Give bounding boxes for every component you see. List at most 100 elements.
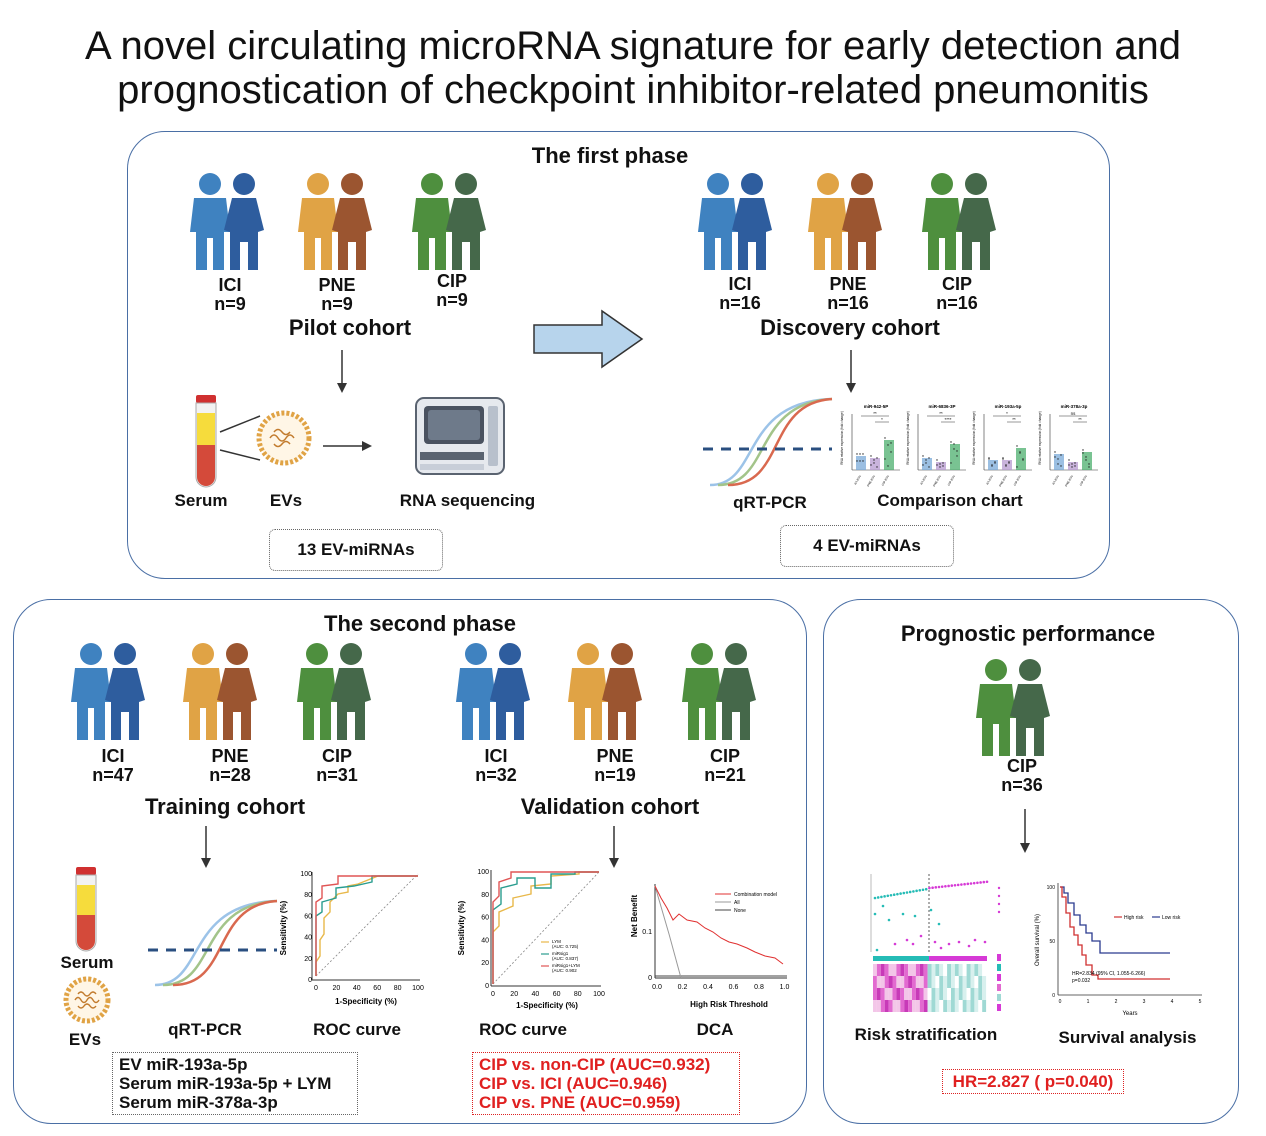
group-count: n=32	[475, 765, 517, 785]
mini-chart-xlabel: ICI-EVs	[985, 474, 994, 485]
sig-marker: *	[1006, 411, 1008, 416]
mini-bar	[922, 458, 932, 470]
risk-score-dot	[982, 880, 986, 884]
heatmap-cell	[966, 964, 971, 976]
phase2-qrtpcr-label: qRT-PCR	[168, 1020, 242, 1039]
mini-chart-xlabel: ICI-EVs	[919, 474, 928, 485]
dca-x-tick: 0.8	[754, 984, 764, 991]
heatmap-cell	[943, 1000, 948, 1012]
heatmap-cell	[884, 976, 889, 988]
risk-score-dot	[918, 889, 922, 892]
roc2-ylabel: Sensitivity (%)	[457, 900, 466, 955]
heatmap-cell	[915, 964, 920, 976]
group-count: n=16	[936, 293, 978, 313]
dca-x-tick: 0.6	[729, 984, 739, 991]
heatmap-cell	[951, 976, 955, 988]
heatmap-cell	[931, 988, 936, 1000]
survival-status-dot	[929, 908, 933, 912]
mini-chart-title: miR-942-5P	[864, 404, 889, 409]
survival-x-tick: 5	[1199, 999, 1202, 1005]
mini-bar	[988, 460, 998, 470]
survival-y-tick: 0	[1052, 993, 1055, 999]
phase1-serum-label: Serum	[174, 491, 228, 510]
mini-chart-xlabel: CIP-EVs	[1079, 474, 1088, 486]
validation-result-1: CIP vs. non-CIP (AUC=0.932)	[479, 1055, 711, 1074]
heatmap-cell	[970, 976, 975, 988]
heatmap-cell	[939, 988, 944, 1000]
heatmap-cell	[915, 1000, 920, 1012]
roc-x-tick: 40	[353, 985, 361, 992]
roc-x-tick: 20	[333, 985, 341, 992]
survival-status-dot	[881, 904, 885, 908]
pne-people-icon	[183, 643, 257, 740]
risk-score-dot	[934, 886, 938, 889]
mini-bar	[1054, 454, 1064, 470]
heatmap-cell	[951, 988, 955, 1000]
heatmap-cell	[974, 988, 979, 1000]
heatmap-cell	[919, 976, 924, 988]
survival-status-dot	[875, 948, 879, 952]
prognostic-people-icons	[976, 659, 1050, 756]
serum-tube-icon-2	[75, 867, 97, 952]
heatmap-cell	[908, 988, 912, 1000]
training-result-3: Serum miR-378a-3p	[119, 1093, 278, 1112]
mini-chart-xlabel: ICI-EVs	[853, 474, 862, 485]
training-cohort-label: Training cohort	[144, 794, 306, 819]
risk-score-dot	[944, 885, 947, 888]
heatmap-cell	[954, 976, 959, 988]
prognostic-result-box: HR=2.827 ( p=0.040)	[942, 1069, 1124, 1094]
dca-legend-item: Combination model	[734, 892, 777, 898]
heatmap-cell	[912, 976, 916, 988]
heatmap-cell	[966, 976, 971, 988]
phase1-evs-label: EVs	[269, 491, 303, 510]
risk-score-dot	[972, 881, 976, 885]
heatmap-cell	[947, 964, 951, 976]
down-arrow-icon	[609, 826, 619, 868]
roc-x-tick: 20	[510, 991, 518, 998]
title-line-2: prognostication of checkpoint inhibitor-…	[117, 68, 1149, 112]
survival-status-dot	[913, 914, 917, 918]
dca-legend-item: None	[734, 908, 746, 914]
roc-legend-name: miRsig1+LYM	[552, 963, 580, 968]
ici-people-icon	[456, 643, 530, 740]
heatmap-cell	[982, 1000, 987, 1012]
heatmap-cell	[954, 964, 959, 976]
risk-score-dot	[876, 896, 880, 899]
heatmap-cell	[880, 964, 885, 976]
mini-bar	[870, 458, 880, 470]
survival-x-tick: 2	[1115, 999, 1118, 1005]
heatmap-cell	[978, 964, 983, 976]
sig-marker: **	[1078, 417, 1082, 422]
risk-score-dot	[969, 882, 973, 885]
mini-bar	[1082, 452, 1092, 470]
survival-status-dot	[973, 938, 977, 942]
heatmap-cell	[923, 964, 928, 976]
heatmap-cell	[958, 964, 963, 976]
group-label: CIP	[436, 271, 467, 291]
phase2-evs-label: EVs	[68, 1030, 102, 1049]
phase-arrow-icon	[533, 309, 644, 369]
heatmap-cell	[966, 988, 971, 1000]
roc-y-tick: 0	[308, 977, 312, 984]
roc-y-tick: 40	[304, 935, 312, 942]
heatmap-cell	[888, 964, 893, 976]
heatmap-cell	[880, 976, 885, 988]
dca-xlabel: High Risk Threshold	[690, 1000, 768, 1009]
heatmap-cell	[970, 988, 975, 1000]
validation-results-box: CIP vs. non-CIP (AUC=0.932) CIP vs. ICI …	[472, 1052, 740, 1115]
risk-score-dot	[912, 890, 915, 893]
discovery-people-icons	[698, 173, 996, 270]
heatmap-cell	[904, 976, 909, 988]
legend-swatch	[997, 984, 1001, 991]
heatmap-cell	[892, 1000, 897, 1012]
heatmap-cell	[978, 988, 983, 1000]
survival-status-dot	[893, 942, 897, 946]
heatmap-cell	[880, 988, 885, 1000]
prognostic-down-arrow	[1020, 809, 1030, 853]
